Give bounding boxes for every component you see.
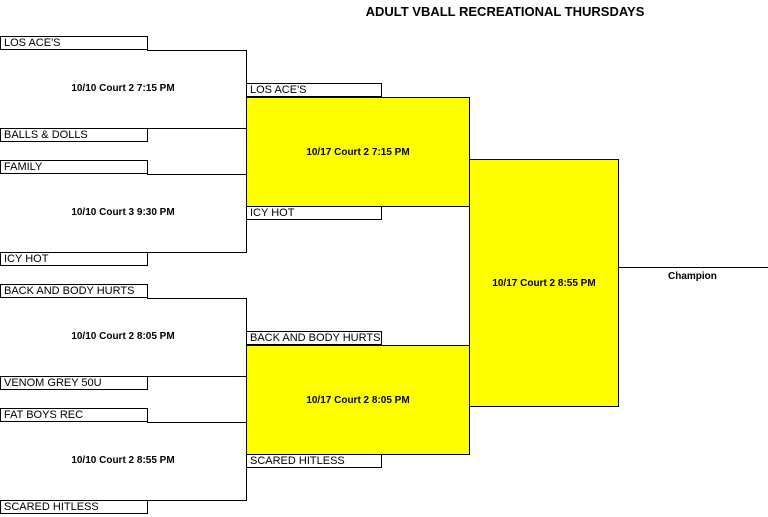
round2-match-2: 10/17 Court 2 8:05 PM [246,345,470,455]
champion-label: Champion [668,271,717,282]
match-label: 10/10 Court 2 7:15 PM [71,83,175,94]
team-slot: BALLS & DOLLS [0,128,148,142]
team-slot: BACK AND BODY HURTS [0,284,148,298]
champion-line [618,267,768,268]
team-slot: FAMILY [0,160,148,174]
team-slot: ICY HOT [0,252,148,266]
final-match: 10/17 Court 2 8:55 PM [469,159,619,407]
match-label: 10/10 Court 2 8:05 PM [71,331,175,342]
round1-match-3: 10/10 Court 2 8:05 PM [0,298,247,377]
round1-match-1: 10/10 Court 2 7:15 PM [0,50,247,129]
match-label: 10/17 Court 2 7:15 PM [306,147,410,158]
team-slot: SCARED HITLESS [0,500,148,514]
team-slot: SCARED HITLESS [246,454,382,468]
match-label: 10/17 Court 2 8:05 PM [306,395,410,406]
round1-match-3-connector [147,298,247,377]
team-slot: VENOM GREY 50U [0,376,148,390]
round1-match-1-connector [147,50,247,129]
match-label: 10/17 Court 2 8:55 PM [492,278,596,289]
match-label: 10/10 Court 2 8:55 PM [71,455,175,466]
round1-match-2-connector [147,174,247,253]
round1-match-4-connector [147,422,247,501]
bracket-title: ADULT VBALL RECREATIONAL THURSDAYS [365,4,645,19]
team-slot: BACK AND BODY HURTS [246,331,382,345]
team-slot: LOS ACE'S [0,36,148,50]
round1-match-4: 10/10 Court 2 8:55 PM [0,422,247,501]
team-slot: FAT BOYS REC [0,408,148,422]
round2-match-1: 10/17 Court 2 7:15 PM [246,97,470,207]
team-slot: ICY HOT [246,206,382,220]
team-slot: LOS ACE'S [246,83,382,97]
match-label: 10/10 Court 3 9:30 PM [71,207,175,218]
round1-match-2: 10/10 Court 3 9:30 PM [0,174,247,253]
